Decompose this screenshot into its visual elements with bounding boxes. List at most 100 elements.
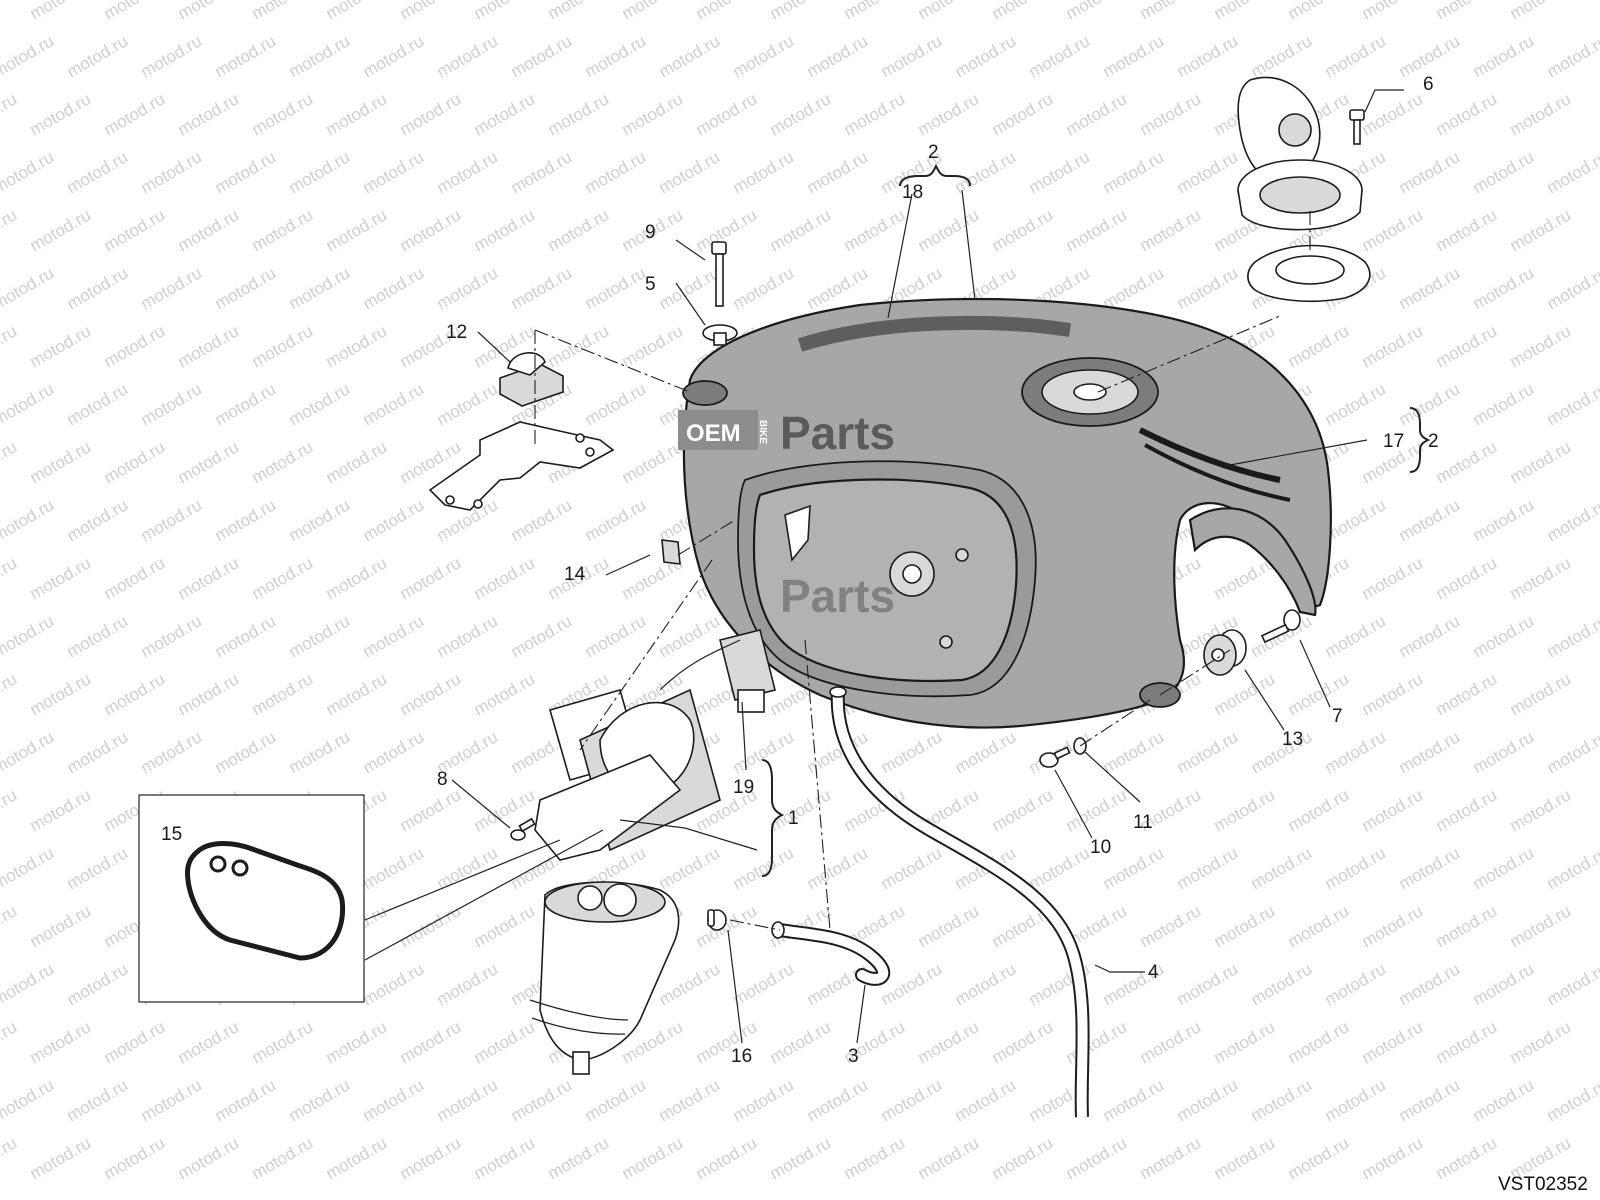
watermark-text: motod.ru: [1544, 727, 1600, 777]
watermark-text: motod.ru: [0, 437, 20, 487]
watermark-text: motod.ru: [27, 553, 95, 603]
watermark-text: motod.ru: [286, 379, 354, 429]
watermark-text: motod.ru: [1026, 31, 1094, 81]
watermark-text: motod.ru: [767, 1017, 835, 1067]
watermark-text: motod.ru: [804, 959, 872, 1009]
watermark-text: motod.ru: [323, 1017, 391, 1067]
watermark-text: motod.ru: [730, 31, 798, 81]
watermark-text: motod.ru: [1544, 611, 1600, 661]
watermark-text: motod.ru: [397, 1133, 465, 1183]
brace-2-top: [899, 163, 971, 187]
watermark-text: motod.ru: [1100, 727, 1168, 777]
watermark-text: motod.ru: [1211, 1133, 1279, 1183]
callout-18: 18: [902, 182, 923, 203]
watermark-text: motod.ru: [1211, 1017, 1279, 1067]
watermark-text: motod.ru: [767, 205, 835, 255]
watermark-text: motod.ru: [508, 495, 576, 545]
watermark-text: motod.ru: [545, 89, 613, 139]
oem-parts-logo: OEM BIKE Parts: [678, 407, 895, 459]
watermark-text: motod.ru: [1285, 321, 1353, 371]
callout-17: 17: [1383, 431, 1404, 452]
watermark-text: motod.ru: [1322, 843, 1390, 893]
watermark-text: motod.ru: [619, 1133, 687, 1183]
watermark-text: motod.ru: [397, 901, 465, 951]
watermark-text: motod.ru: [619, 321, 687, 371]
watermark-text: motod.ru: [175, 437, 243, 487]
watermark-text: motod.ru: [915, 89, 983, 139]
watermark-text: motod.ru: [101, 321, 169, 371]
callout-5: 5: [645, 274, 656, 295]
watermark-text: motod.ru: [804, 147, 872, 197]
watermark-text: motod.ru: [27, 1133, 95, 1183]
watermark-text: motod.ru: [1285, 1133, 1353, 1183]
gasket-15-inset: [138, 794, 365, 1003]
watermark-text: motod.ru: [0, 553, 20, 603]
watermark-text: motod.ru: [0, 611, 57, 661]
watermark-text: motod.ru: [27, 321, 95, 371]
watermark-text: motod.ru: [582, 1075, 650, 1125]
watermark-text: motod.ru: [1100, 1075, 1168, 1125]
screw-6: [1349, 109, 1365, 145]
watermark-text: motod.ru: [323, 669, 391, 719]
watermark-text: motod.ru: [1470, 959, 1538, 1009]
fuel-filter: [529, 881, 680, 1075]
watermark-text: motod.ru: [730, 959, 798, 1009]
watermark-text: motod.ru: [1063, 89, 1131, 139]
watermark-text: motod.ru: [878, 1075, 946, 1125]
watermark-text: motod.ru: [323, 553, 391, 603]
watermark-text: motod.ru: [1211, 0, 1279, 23]
watermark-text: motod.ru: [730, 1075, 798, 1125]
watermark-text: motod.ru: [989, 89, 1057, 139]
watermark-text: motod.ru: [1322, 727, 1390, 777]
watermark-text: motod.ru: [101, 89, 169, 139]
watermark-text: motod.ru: [1174, 147, 1242, 197]
svg-text:Parts: Parts: [780, 407, 895, 459]
brace-2-right: [1409, 407, 1431, 473]
watermark-text: motod.ru: [0, 959, 57, 1009]
watermark-text: motod.ru: [1137, 89, 1205, 139]
watermark-text: motod.ru: [1063, 205, 1131, 255]
watermark-text: motod.ru: [656, 611, 724, 661]
watermark-text: motod.ru: [1470, 727, 1538, 777]
watermark-text: motod.ru: [1433, 901, 1501, 951]
watermark-text: motod.ru: [1211, 785, 1279, 835]
callout-10: 10: [1090, 837, 1111, 858]
watermark-text: motod.ru: [915, 1017, 983, 1067]
watermark-text: motod.ru: [1507, 785, 1575, 835]
watermark-text: motod.ru: [1433, 321, 1501, 371]
watermark-text: motod.ru: [1322, 1075, 1390, 1125]
watermark-text: motod.ru: [1396, 495, 1464, 545]
watermark-text: motod.ru: [1433, 553, 1501, 603]
watermark-text: motod.ru: [1174, 727, 1242, 777]
watermark-text: motod.ru: [286, 495, 354, 545]
watermark-text: motod.ru: [101, 205, 169, 255]
watermark-text: motod.ru: [1396, 1075, 1464, 1125]
watermark-text: motod.ru: [1470, 1075, 1538, 1125]
watermark-text: motod.ru: [952, 959, 1020, 1009]
watermark-text: motod.ru: [0, 205, 20, 255]
watermark-text: motod.ru: [323, 1133, 391, 1183]
watermark-text: motod.ru: [767, 0, 835, 23]
watermark-text: motod.ru: [212, 31, 280, 81]
watermark-text: motod.ru: [619, 437, 687, 487]
watermark-text: motod.ru: [138, 31, 206, 81]
watermark-text: motod.ru: [1544, 263, 1600, 313]
watermark-text: motod.ru: [323, 205, 391, 255]
watermark-text: motod.ru: [0, 1075, 57, 1125]
watermark-text: motod.ru: [138, 611, 206, 661]
callout-14: 14: [564, 564, 586, 585]
watermark-text: motod.ru: [0, 0, 20, 23]
watermark-text: motod.ru: [545, 205, 613, 255]
watermark-text: motod.ru: [175, 1133, 243, 1183]
watermark-text: motod.ru: [286, 147, 354, 197]
watermark-text: motod.ru: [1470, 263, 1538, 313]
fuel-pump: [534, 629, 776, 861]
watermark-text: motod.ru: [27, 205, 95, 255]
watermark-text: motod.ru: [804, 31, 872, 81]
callout-12: 12: [446, 322, 467, 343]
fuel-cap-gasket: [1247, 244, 1371, 303]
watermark-text: motod.ru: [1285, 0, 1353, 23]
watermark-text: motod.ru: [0, 727, 57, 777]
watermark-text: motod.ru: [397, 0, 465, 23]
